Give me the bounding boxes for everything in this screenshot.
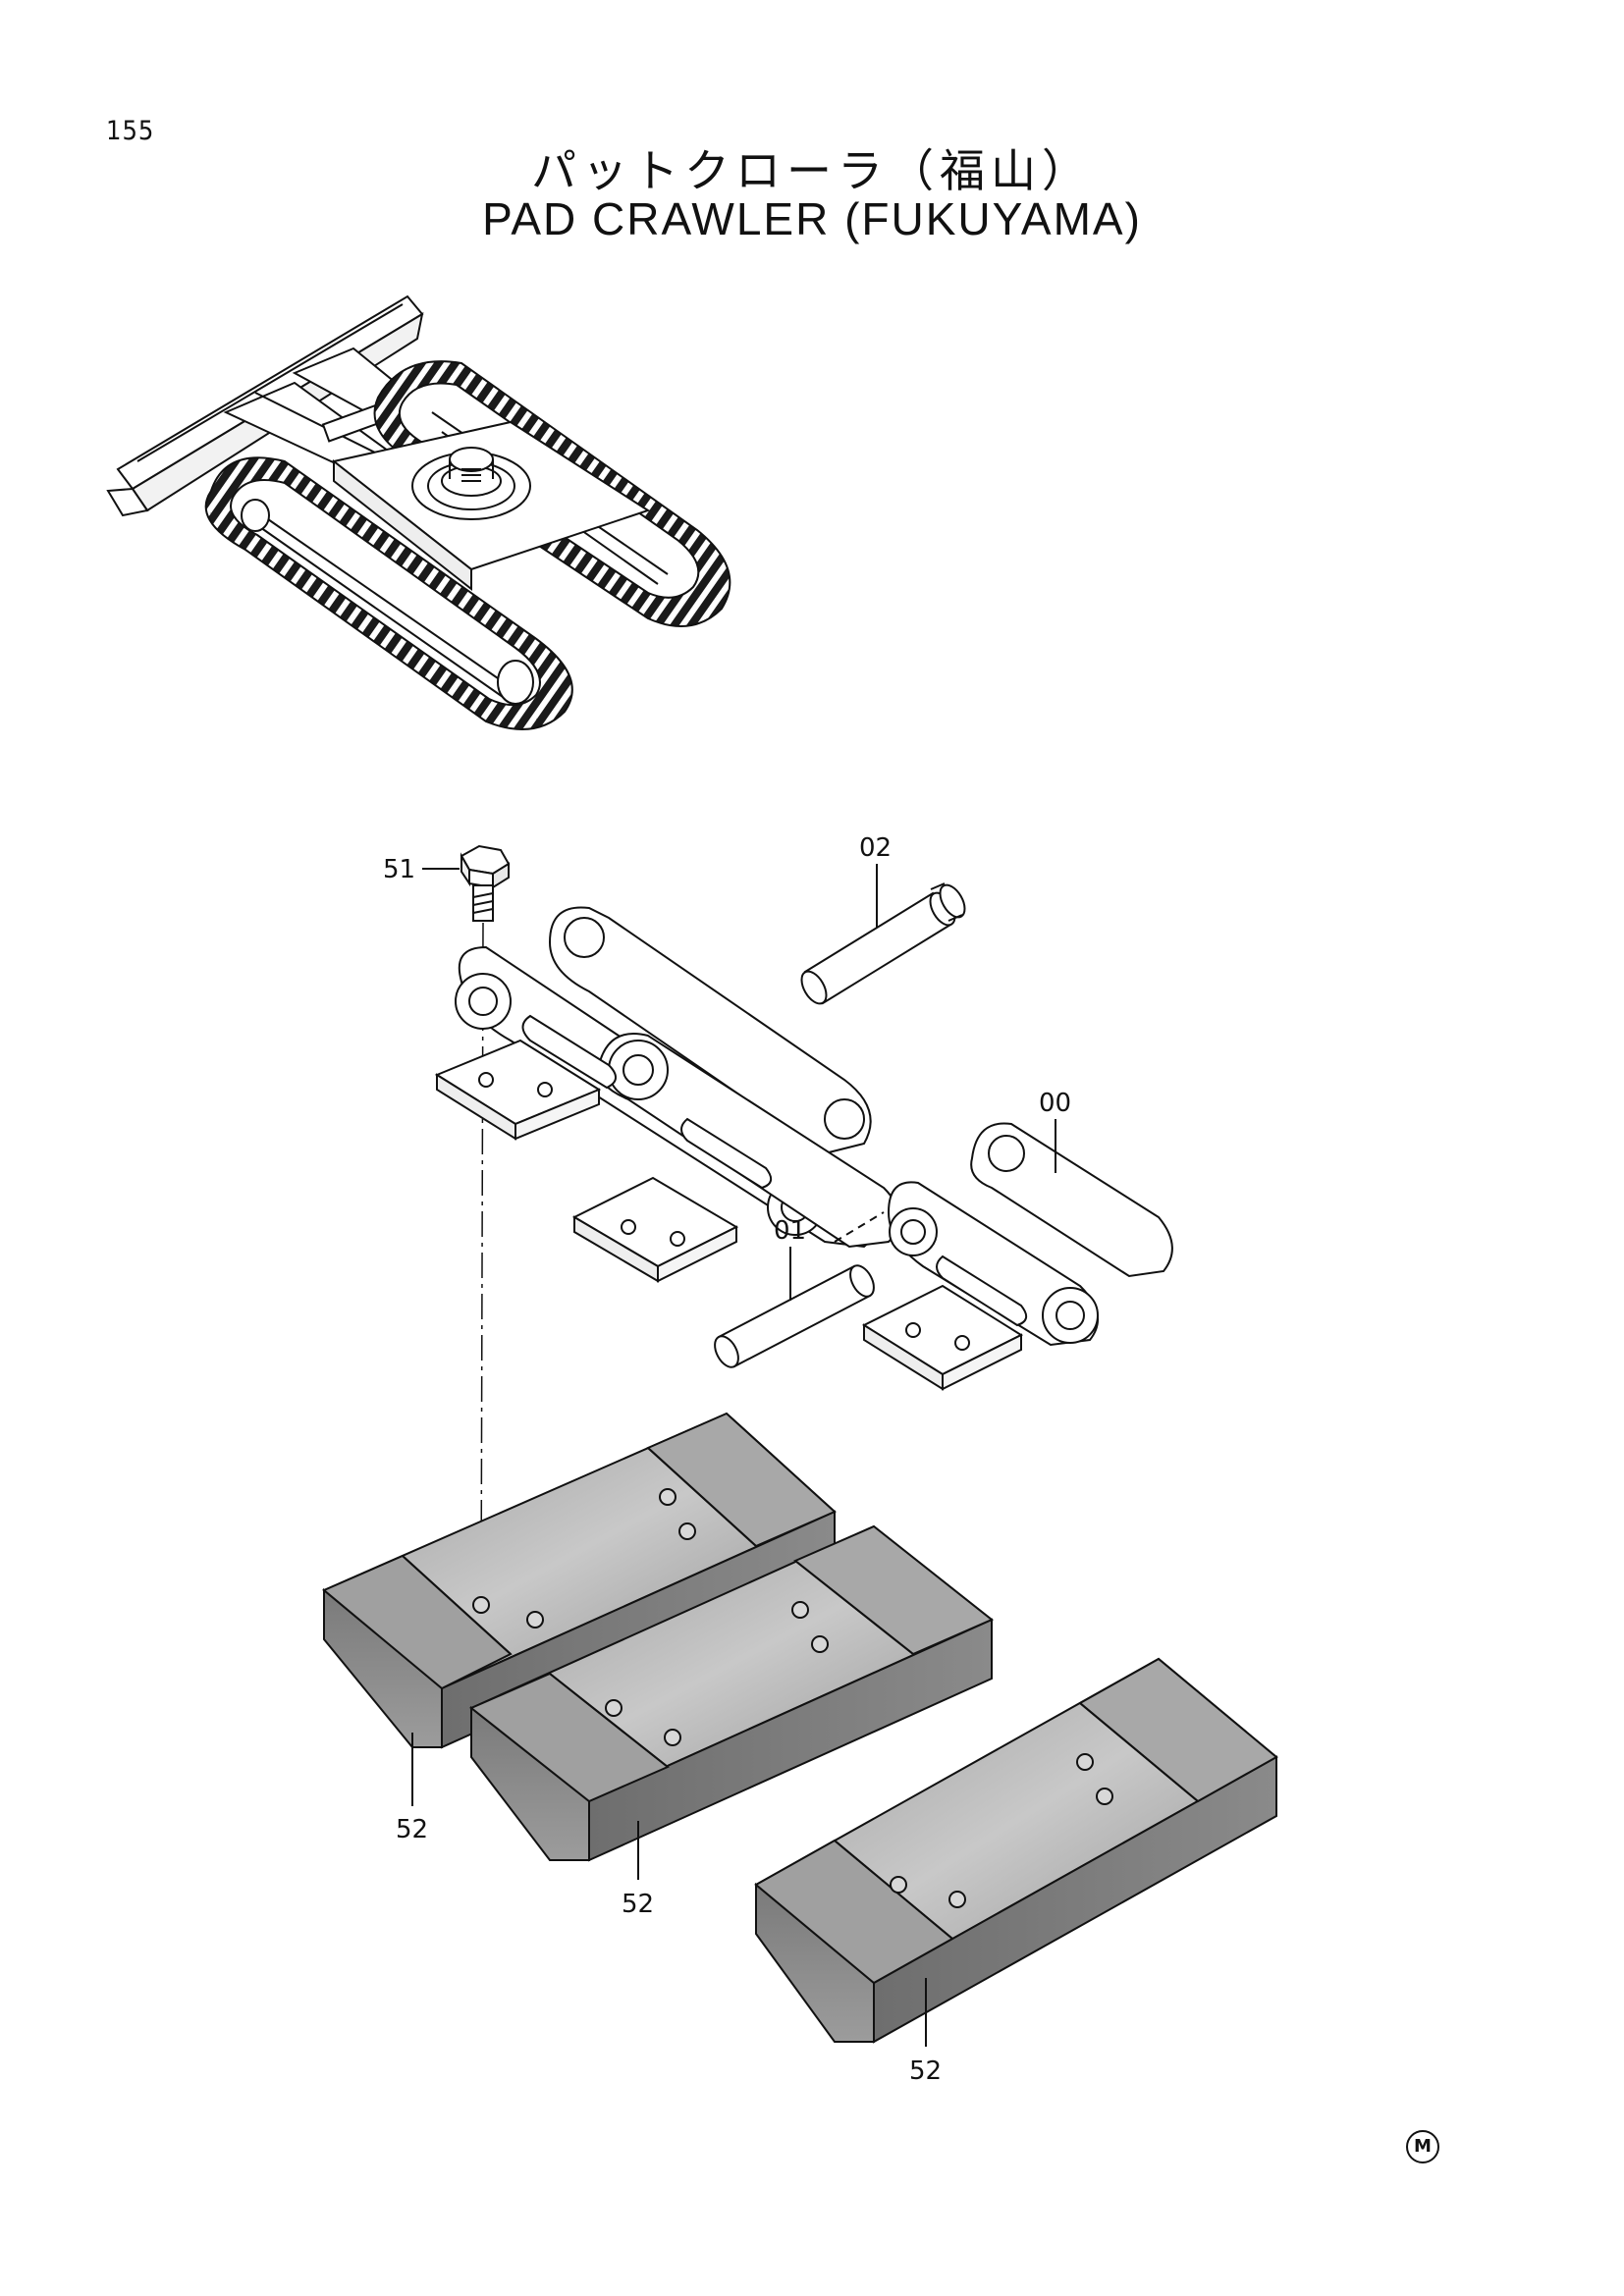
callout-pin-upper: 02	[859, 833, 892, 863]
callout-pin-lower: 01	[774, 1216, 806, 1246]
link-assembly-part	[861, 1122, 1173, 1391]
page-number: 155	[106, 116, 155, 146]
title-japanese: パットクローラ（福山）	[531, 144, 1093, 197]
undercarriage-illustration	[106, 294, 731, 730]
corner-mark: M	[1406, 2130, 1439, 2163]
installation-centerline	[480, 922, 484, 1611]
track-link-chain	[434, 906, 901, 1283]
callout-pad-right: 52	[909, 2056, 942, 2086]
pin-upper-part	[800, 882, 966, 1005]
rubber-pad-middle	[469, 1524, 994, 1862]
center-frame	[331, 420, 651, 592]
callout-link-assembly: 00	[1039, 1089, 1071, 1118]
rubber-pad-right	[754, 1657, 1278, 2044]
track-front	[204, 456, 573, 730]
pin-lower-part	[714, 1264, 875, 1368]
title-english: PAD CRAWLER (FUKUYAMA)	[482, 193, 1142, 244]
callout-bolt: 51	[383, 855, 415, 884]
callout-pad-left: 52	[396, 1815, 428, 1844]
callout-pad-middle: 52	[622, 1890, 654, 1919]
bolt-part	[460, 844, 511, 922]
